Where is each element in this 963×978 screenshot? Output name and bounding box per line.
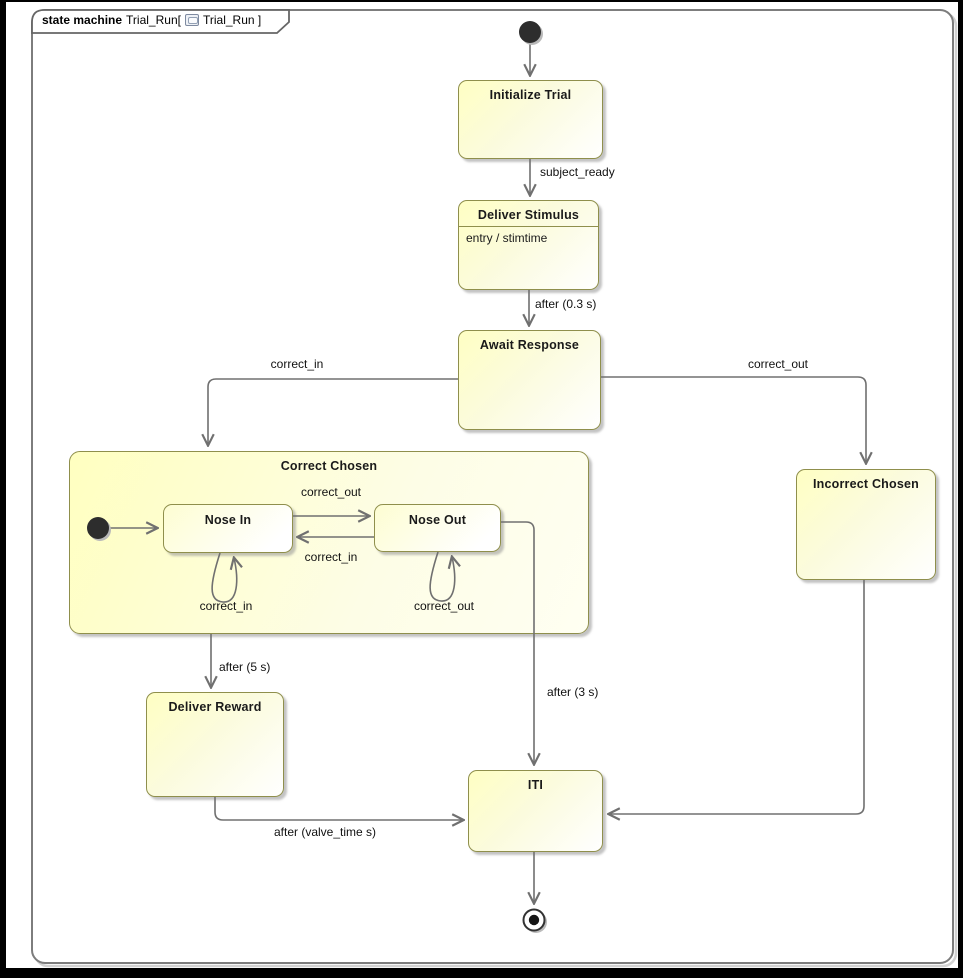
frame-context-name: Trial_Run ] xyxy=(202,13,262,27)
state-name: Incorrect Chosen xyxy=(812,477,919,491)
state-name: Deliver Stimulus xyxy=(459,201,598,227)
label-correct-in-choice[interactable]: correct_in xyxy=(270,357,324,371)
label-nose-in-self[interactable]: correct_in xyxy=(199,599,253,613)
state-name: Deliver Reward xyxy=(168,700,262,714)
label-subject-ready[interactable]: subject_ready xyxy=(540,165,615,179)
state-name: Nose Out xyxy=(408,513,467,527)
transition-correct-in-choice[interactable] xyxy=(208,378,458,445)
label-nose-out-to-in[interactable]: correct_in xyxy=(304,550,358,564)
state-incorrect-chosen[interactable]: Incorrect Chosen xyxy=(796,469,936,580)
frame-kind-label: state machine xyxy=(42,13,123,27)
state-correct-chosen[interactable]: Correct Chosen xyxy=(69,451,589,634)
final-state-dot xyxy=(528,914,540,926)
label-after-5s[interactable]: after (5 s) xyxy=(219,660,271,674)
state-deliver-reward[interactable]: Deliver Reward xyxy=(146,692,284,797)
state-iti[interactable]: ITI xyxy=(468,770,603,852)
state-deliver-stimulus[interactable]: Deliver Stimulus entry / stimtime xyxy=(458,200,599,290)
state-name: Correct Chosen xyxy=(280,459,378,473)
final-state-icon[interactable] xyxy=(522,908,546,932)
initial-state-icon[interactable] xyxy=(519,21,541,43)
label-after-stim[interactable]: after (0.3 s) xyxy=(535,297,597,311)
frame-diagram-name: Trial_Run[ xyxy=(126,13,181,27)
state-name: Initialize Trial xyxy=(489,88,572,102)
state-await-response[interactable]: Await Response xyxy=(458,330,601,430)
state-diagram-icon xyxy=(184,14,199,26)
state-nose-in[interactable]: Nose In xyxy=(163,504,293,553)
state-initialize-trial[interactable]: Initialize Trial xyxy=(458,80,603,159)
label-nose-in-to-out[interactable]: correct_out xyxy=(300,485,362,499)
initial-state-shadow xyxy=(521,23,543,45)
frame-title: state machine Trial_Run[ Trial_Run ] xyxy=(42,13,261,27)
state-nose-out[interactable]: Nose Out xyxy=(374,504,501,552)
label-after-valve-time[interactable]: after (valve_time s) xyxy=(274,825,377,839)
final-state-shadow xyxy=(525,911,547,933)
label-nose-out-self[interactable]: correct_out xyxy=(413,599,475,613)
state-name: Nose In xyxy=(204,513,252,527)
diagram-canvas: state machine Trial_Run[ Trial_Run ] Ini… xyxy=(6,2,958,968)
transition-correct-out-choice[interactable] xyxy=(601,376,866,463)
label-correct-out-choice[interactable]: correct_out xyxy=(747,357,809,371)
transition-incorrect-to-iti[interactable] xyxy=(609,580,865,814)
state-name: Await Response xyxy=(479,338,580,352)
transition-after-valve-time[interactable] xyxy=(214,797,463,820)
state-entry-action: entry / stimtime xyxy=(466,231,548,245)
label-after-3s[interactable]: after (3 s) xyxy=(547,685,599,699)
state-name: ITI xyxy=(527,778,544,792)
